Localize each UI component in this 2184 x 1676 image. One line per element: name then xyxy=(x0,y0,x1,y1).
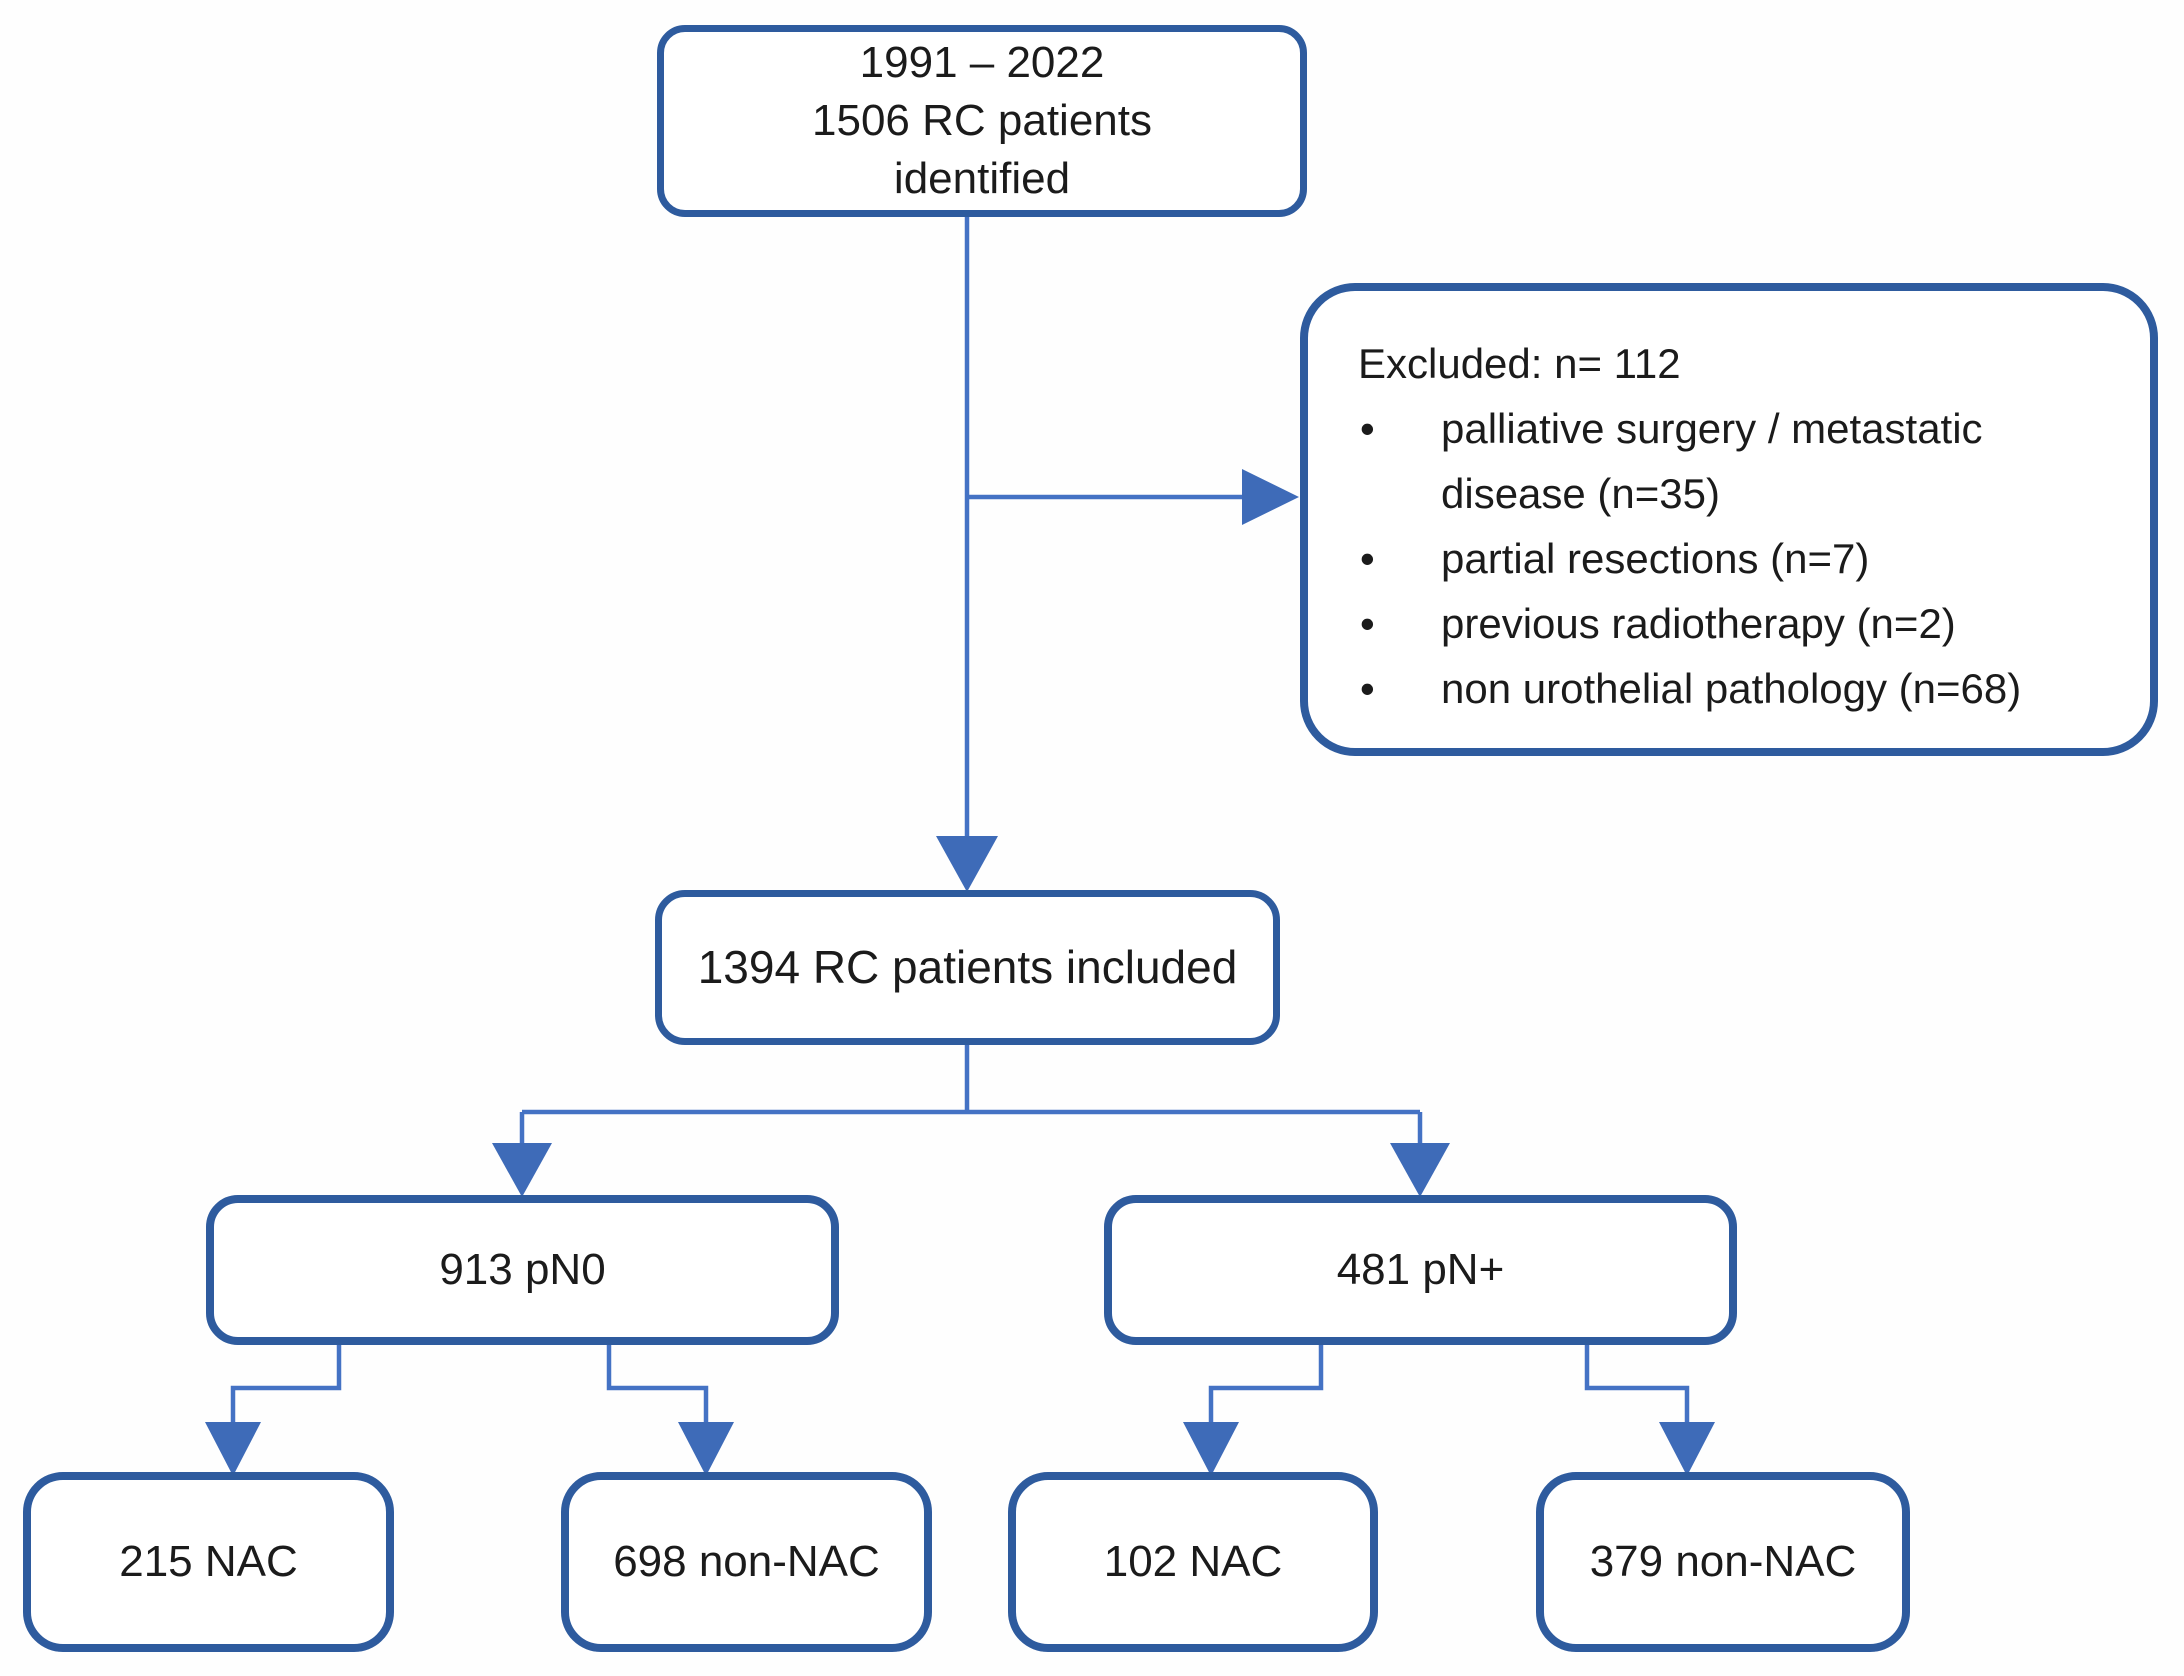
excluded-reason-item: non urothelial pathology (n=68) xyxy=(1358,656,2110,721)
node-patients-identified-label: 1991 – 2022 1506 RC patients identified xyxy=(812,34,1152,208)
connector-pn0-to-nonnac xyxy=(606,1345,734,1476)
node-pn0-non-nac: 698 non-NAC xyxy=(561,1472,932,1652)
connector-identified-to-included xyxy=(936,217,998,892)
node-patients-identified: 1991 – 2022 1506 RC patients identified xyxy=(657,25,1307,217)
connector-branch-to-pnplus xyxy=(1390,1112,1450,1197)
arrowhead-down-icon xyxy=(936,836,998,892)
node-pn0-nac: 215 NAC xyxy=(23,1472,394,1652)
node-pn0-label: 913 pN0 xyxy=(439,1245,606,1295)
node-pn0-nac-label: 215 NAC xyxy=(119,1537,298,1587)
arrowhead-down-icon xyxy=(1659,1422,1715,1476)
connector-to-excluded xyxy=(967,469,1299,525)
node-pn-plus-non-nac: 379 non-NAC xyxy=(1536,1472,1910,1652)
connector-included-to-branch xyxy=(522,1045,1420,1115)
node-patients-included: 1394 RC patients included xyxy=(655,890,1280,1045)
arrowhead-down-icon xyxy=(492,1143,552,1197)
identified-line-1: 1991 – 2022 xyxy=(859,37,1105,87)
identified-line-3: identified xyxy=(893,154,1071,204)
arrowhead-down-icon xyxy=(1390,1143,1450,1197)
arrowhead-right-icon xyxy=(1242,469,1299,525)
excluded-title: Excluded: n= 112 xyxy=(1358,340,1681,387)
arrowhead-down-icon xyxy=(205,1422,261,1476)
arrowhead-down-icon xyxy=(678,1422,734,1476)
node-excluded: Excluded: n= 112 palliative surgery / me… xyxy=(1300,283,2158,756)
arrowhead-down-icon xyxy=(1183,1422,1239,1476)
excluded-reason-item: previous radiotherapy (n=2) xyxy=(1358,591,2110,656)
connector-pn0-to-nac xyxy=(205,1345,342,1476)
node-pn-plus-non-nac-label: 379 non-NAC xyxy=(1589,1537,1857,1587)
connector-pnplus-to-nac xyxy=(1183,1345,1324,1476)
identified-line-2: 1506 RC patients xyxy=(812,95,1152,145)
connector-branch-to-pn0 xyxy=(492,1112,552,1197)
excluded-reasons-list: palliative surgery / metastatic disease … xyxy=(1358,396,2110,722)
node-pn-plus-label: 481 pN+ xyxy=(1336,1245,1505,1295)
node-patients-included-label: 1394 RC patients included xyxy=(697,940,1238,993)
node-pn-plus: 481 pN+ xyxy=(1104,1195,1737,1345)
node-pn-plus-nac: 102 NAC xyxy=(1008,1472,1378,1652)
node-pn-plus-nac-label: 102 NAC xyxy=(1103,1537,1283,1587)
node-pn0: 913 pN0 xyxy=(206,1195,839,1345)
connector-pnplus-to-nonnac xyxy=(1584,1345,1715,1476)
excluded-reason-item: palliative surgery / metastatic disease … xyxy=(1358,396,2110,526)
excluded-reason-item: partial resections (n=7) xyxy=(1358,526,2110,591)
node-pn0-non-nac-label: 698 non-NAC xyxy=(613,1537,880,1587)
